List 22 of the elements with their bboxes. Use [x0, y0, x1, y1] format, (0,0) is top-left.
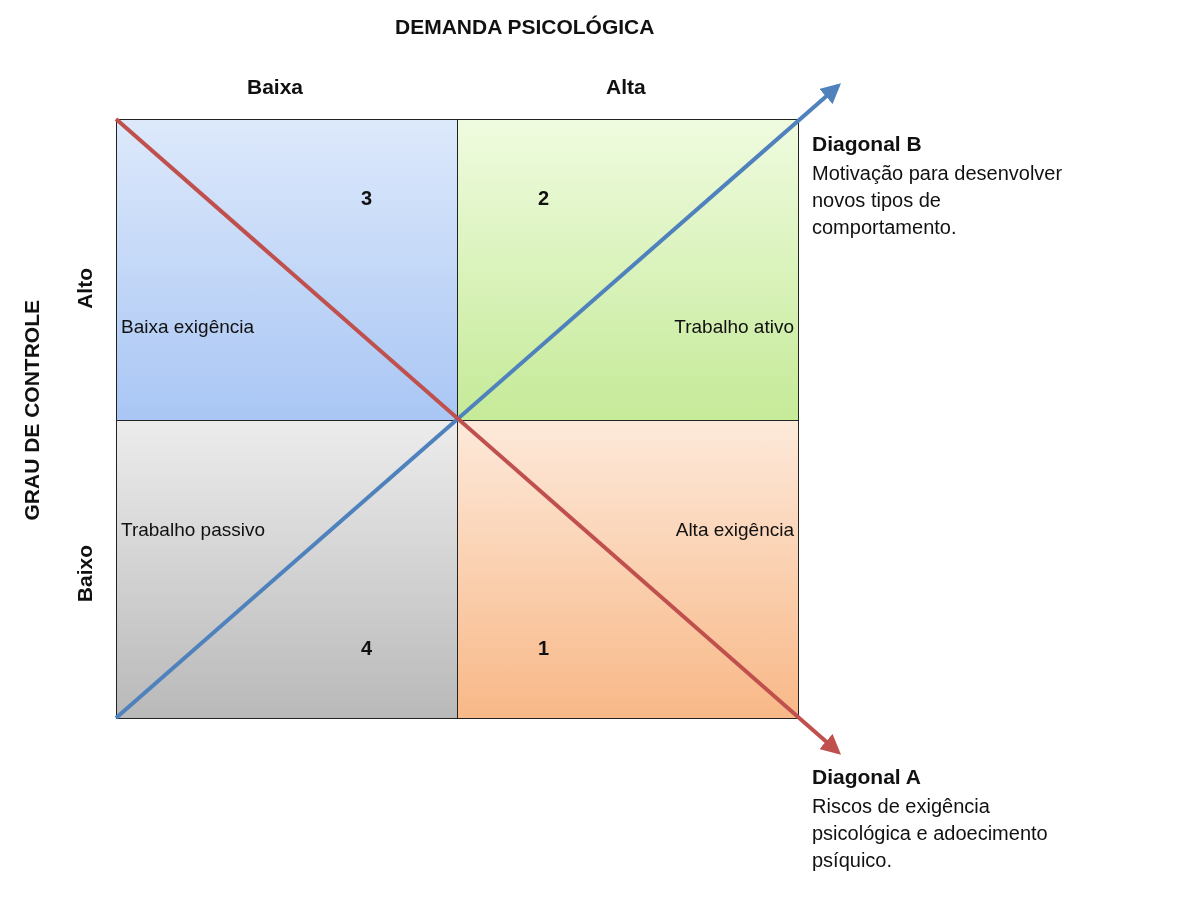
axis-label-heading: Diagonal A	[812, 765, 921, 789]
column-header: Alta	[606, 75, 646, 99]
quadrant-number: 4	[361, 637, 373, 660]
axis-label-text: Riscos de exigência psicológica e adoecimento psíquico.	[812, 794, 1049, 873]
quadrant-label: Trabalho passivo	[121, 519, 265, 541]
quadrant-label: Trabalho ativo	[674, 316, 794, 338]
quadrant-box	[116, 420, 458, 719]
axis-title: DEMANDA PSICOLÓGICA	[395, 15, 655, 39]
quadrant-number: 3	[361, 187, 373, 210]
quadrant-number: 1	[538, 637, 550, 660]
quadrant-box	[457, 119, 799, 421]
axis-label-text: Motivação para desenvolver novos tipos de comportamento.	[812, 161, 1064, 240]
column-header: Baixa	[247, 75, 304, 99]
quadrant-label: Baixa exigência	[121, 316, 255, 338]
quadrant-label: Alta exigência	[675, 519, 794, 541]
axis-label-heading: Diagonal B	[812, 132, 922, 156]
row-header: Alto	[73, 268, 97, 309]
quadrant-box	[116, 119, 458, 421]
row-header: Baixo	[73, 545, 97, 603]
quadrant-box	[457, 420, 799, 719]
quadrant-number: 2	[538, 187, 550, 210]
axis-title: GRAU DE CONTROLE	[20, 300, 44, 521]
